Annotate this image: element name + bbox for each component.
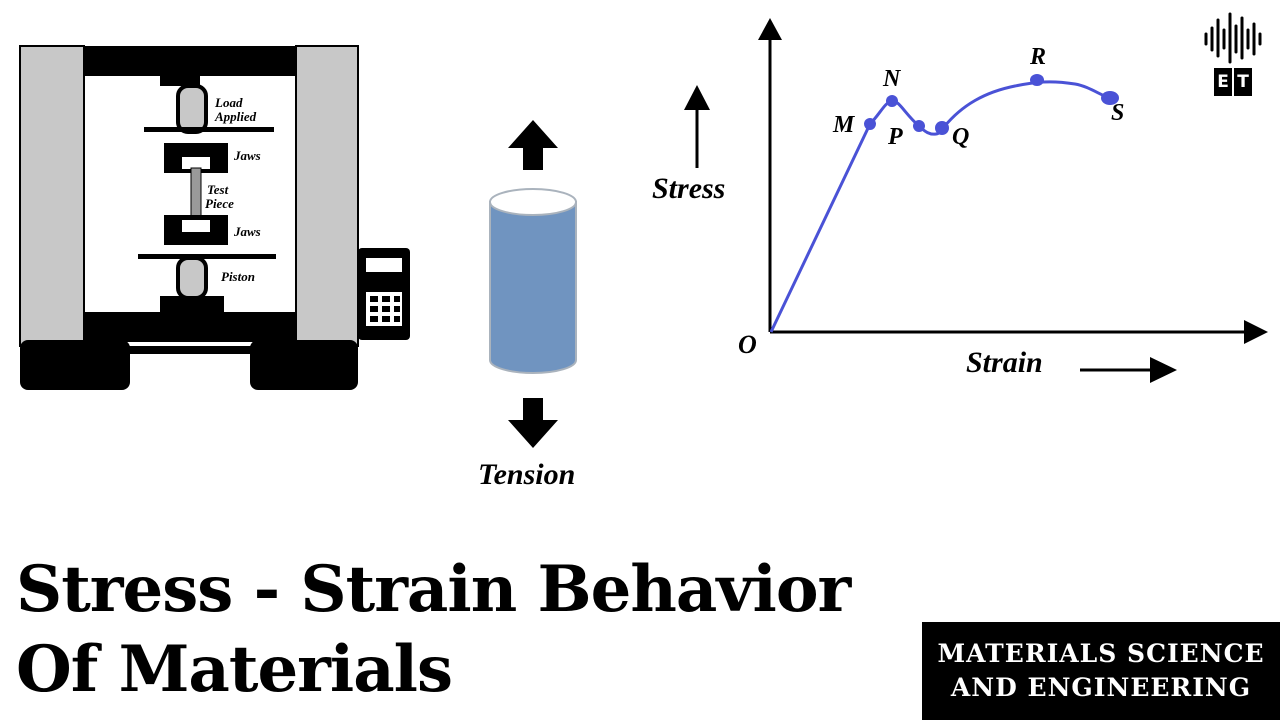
tension-arrow-down-icon xyxy=(508,398,558,448)
strain-arrow-icon xyxy=(1150,357,1177,383)
test-piece xyxy=(190,167,202,219)
cylinder-specimen xyxy=(489,201,577,374)
sound-wave-icon xyxy=(1204,12,1262,64)
curve-point-q xyxy=(935,121,949,135)
label-test: Test xyxy=(207,182,229,197)
x-axis-arrow-icon xyxy=(1244,320,1268,344)
stress-strain-graph xyxy=(684,18,1268,383)
y-axis-label: Stress xyxy=(652,172,726,205)
curve-point-p xyxy=(913,120,925,132)
label-piece: Piece xyxy=(205,196,234,211)
curve-point-s xyxy=(1101,91,1119,105)
subject-badge: MATERIALS SCIENCE AND ENGINEERING xyxy=(922,622,1280,720)
point-label-r: R xyxy=(1030,44,1047,70)
badge-line-1: MATERIALS SCIENCE xyxy=(937,639,1265,668)
piston xyxy=(176,256,208,300)
point-label-m: M xyxy=(833,112,855,138)
badge-line-2: AND ENGINEERING xyxy=(950,673,1252,702)
curve-point-m xyxy=(864,118,876,130)
title-line-1: Stress - Strain Behavior xyxy=(16,552,851,627)
stress-arrow-icon xyxy=(684,85,710,110)
curve-point-r xyxy=(1030,74,1044,86)
logo-letter-e: E xyxy=(1214,68,1232,96)
point-label-p: P xyxy=(888,124,903,150)
title-line-2: Of Materials xyxy=(16,632,453,707)
machine-top-crosshead xyxy=(84,46,296,76)
et-logo: E T xyxy=(1200,10,1264,96)
logo-letter-t: T xyxy=(1234,68,1252,96)
label-applied: Applied xyxy=(215,109,257,124)
load-cell xyxy=(176,84,208,134)
tension-label: Tension xyxy=(478,458,576,491)
stress-strain-curve xyxy=(769,80,1111,333)
label-load: Load xyxy=(215,95,243,110)
label-piston: Piston xyxy=(221,269,255,284)
point-label-q: Q xyxy=(952,124,970,150)
curve-point-n xyxy=(886,95,898,107)
testing-machine-diagram xyxy=(19,45,410,390)
point-label-n: N xyxy=(883,66,901,92)
x-axis-label: Strain xyxy=(966,346,1043,379)
machine-right-column xyxy=(295,45,359,347)
tension-arrow-up-icon xyxy=(508,120,558,170)
label-jaws-bottom: Jaws xyxy=(234,224,261,239)
point-label-s: S xyxy=(1111,100,1125,126)
tension-diagram xyxy=(489,120,577,448)
machine-left-column xyxy=(19,45,85,347)
origin-label: O xyxy=(738,330,757,359)
label-jaws-top: Jaws xyxy=(234,148,261,163)
machine-base xyxy=(84,312,296,342)
y-axis-arrow-icon xyxy=(758,18,782,40)
